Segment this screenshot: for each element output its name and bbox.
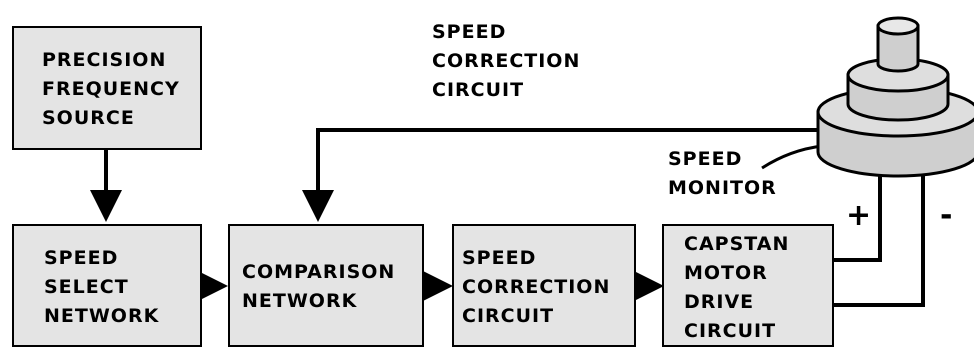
label-line: FREQUENCY [42, 78, 180, 100]
label-line: NETWORK [242, 290, 358, 312]
capstan-motor-drive-circuit-label: CAPSTAN MOTOR DRIVE CIRCUIT [684, 230, 789, 346]
label-line: CIRCUIT [684, 320, 777, 342]
comparison-network-block: COMPARISON NETWORK [228, 224, 424, 347]
label-line: SPEED [668, 148, 743, 170]
label-line: PRECISION [42, 49, 167, 71]
label-line: SPEED [462, 247, 537, 269]
plus-power-line [834, 170, 882, 262]
label-line: NETWORK [44, 305, 160, 327]
label-line: DRIVE [684, 291, 755, 313]
speed-correction-circuit-title: SPEED CORRECTION CIRCUIT [432, 18, 580, 105]
speed-monitor-label: SPEED MONITOR [668, 145, 777, 203]
feedback-line [302, 128, 820, 222]
label-line: SOURCE [42, 107, 135, 129]
speed-monitor-pointer [761, 144, 823, 170]
capstan-motor [816, 16, 974, 178]
minus-power-line [834, 175, 925, 307]
speed-select-network-block: SPEED SELECT NETWORK [12, 224, 202, 347]
label-line: COMPARISON [242, 261, 396, 283]
label-line: MONITOR [668, 177, 777, 199]
label-line: CIRCUIT [462, 305, 555, 327]
precision-frequency-source-label: PRECISION FREQUENCY SOURCE [42, 46, 180, 133]
plus-sign: + [846, 198, 872, 233]
minus-sign: - [940, 198, 953, 233]
label-line: CAPSTAN [684, 233, 790, 255]
speed-correction-circuit-block: SPEED CORRECTION CIRCUIT [452, 224, 636, 347]
label-line: CIRCUIT [432, 79, 525, 101]
label-line: MOTOR [684, 262, 768, 284]
precision-frequency-source-block: PRECISION FREQUENCY SOURCE [12, 26, 202, 150]
label-line: CORRECTION [432, 50, 581, 72]
label-line: SELECT [44, 276, 129, 298]
capstan-motor-drive-circuit-block: CAPSTAN MOTOR DRIVE CIRCUIT [662, 224, 834, 347]
label-line: CORRECTION [462, 276, 611, 298]
label-line: SPEED [44, 247, 119, 269]
comparison-network-label: COMPARISON NETWORK [242, 258, 395, 316]
speed-correction-circuit-label: SPEED CORRECTION CIRCUIT [462, 244, 610, 331]
label-line: SPEED [432, 21, 507, 43]
speed-select-network-label: SPEED SELECT NETWORK [44, 244, 159, 331]
